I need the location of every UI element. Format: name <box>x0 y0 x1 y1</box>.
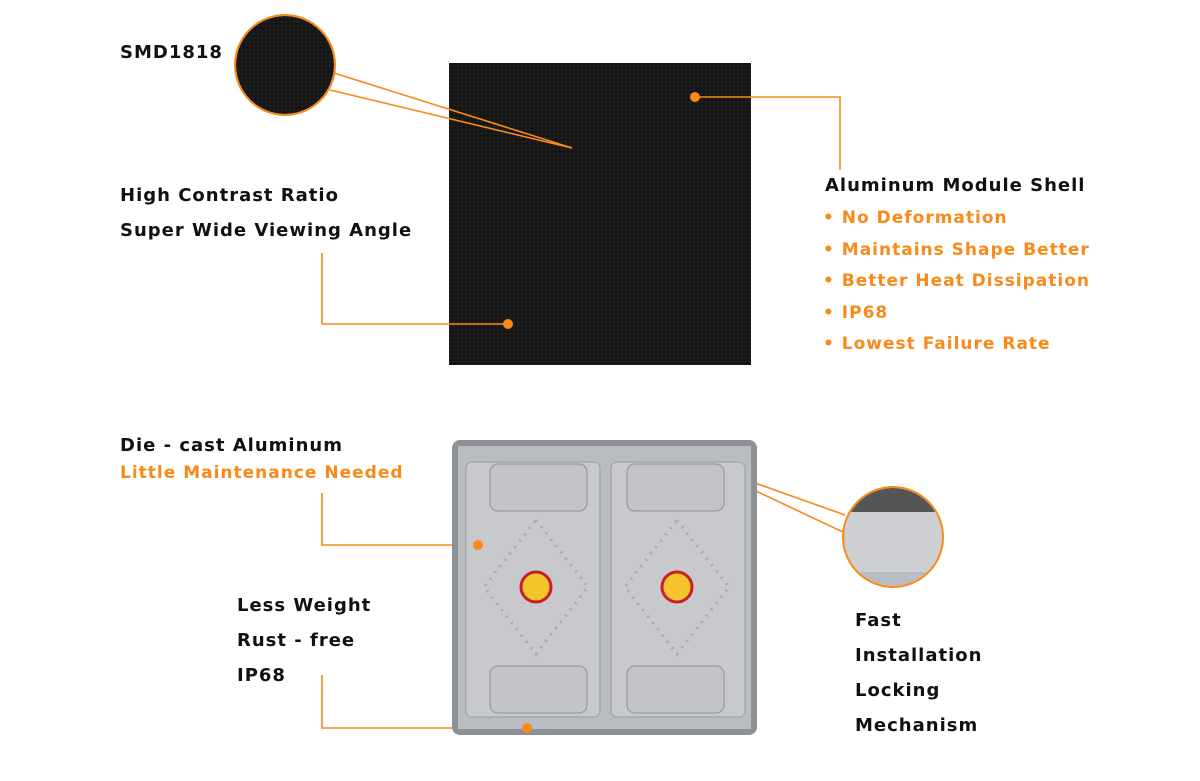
viewing-angle-label: Super Wide Viewing Angle <box>120 220 413 241</box>
shell-feature: • Maintains Shape Better <box>823 240 1090 260</box>
led-module-front <box>449 63 751 365</box>
cabinet-back <box>452 440 757 735</box>
smd-label: SMD1818 <box>120 42 223 63</box>
callout-dots <box>473 92 700 733</box>
lock-label-3: Locking <box>855 680 941 701</box>
shell-feature: • Lowest Failure Rate <box>823 334 1051 354</box>
contrast-label: High Contrast Ratio <box>120 185 339 206</box>
shell-feature: • Better Heat Dissipation <box>823 271 1091 291</box>
lock-zoom-circle <box>842 486 944 588</box>
lock-label-4: Mechanism <box>855 715 979 736</box>
lock-label-1: Fast <box>855 610 902 631</box>
shell-title: Aluminum Module Shell <box>825 175 1086 196</box>
shell-feature: • IP68 <box>823 303 889 323</box>
lock-label-2: Installation <box>855 645 983 666</box>
brand-logo-right <box>660 570 694 604</box>
rust-free-label: Rust - free <box>237 630 356 651</box>
diecast-title: Die - cast Aluminum <box>120 435 343 456</box>
ip68-label: IP68 <box>237 665 286 686</box>
weight-label: Less Weight <box>237 595 372 616</box>
brand-logo-left <box>519 570 553 604</box>
shell-feature: • No Deformation <box>823 208 1008 228</box>
diecast-sub: Little Maintenance Needed <box>120 463 404 483</box>
smd-zoom-circle <box>234 14 336 116</box>
